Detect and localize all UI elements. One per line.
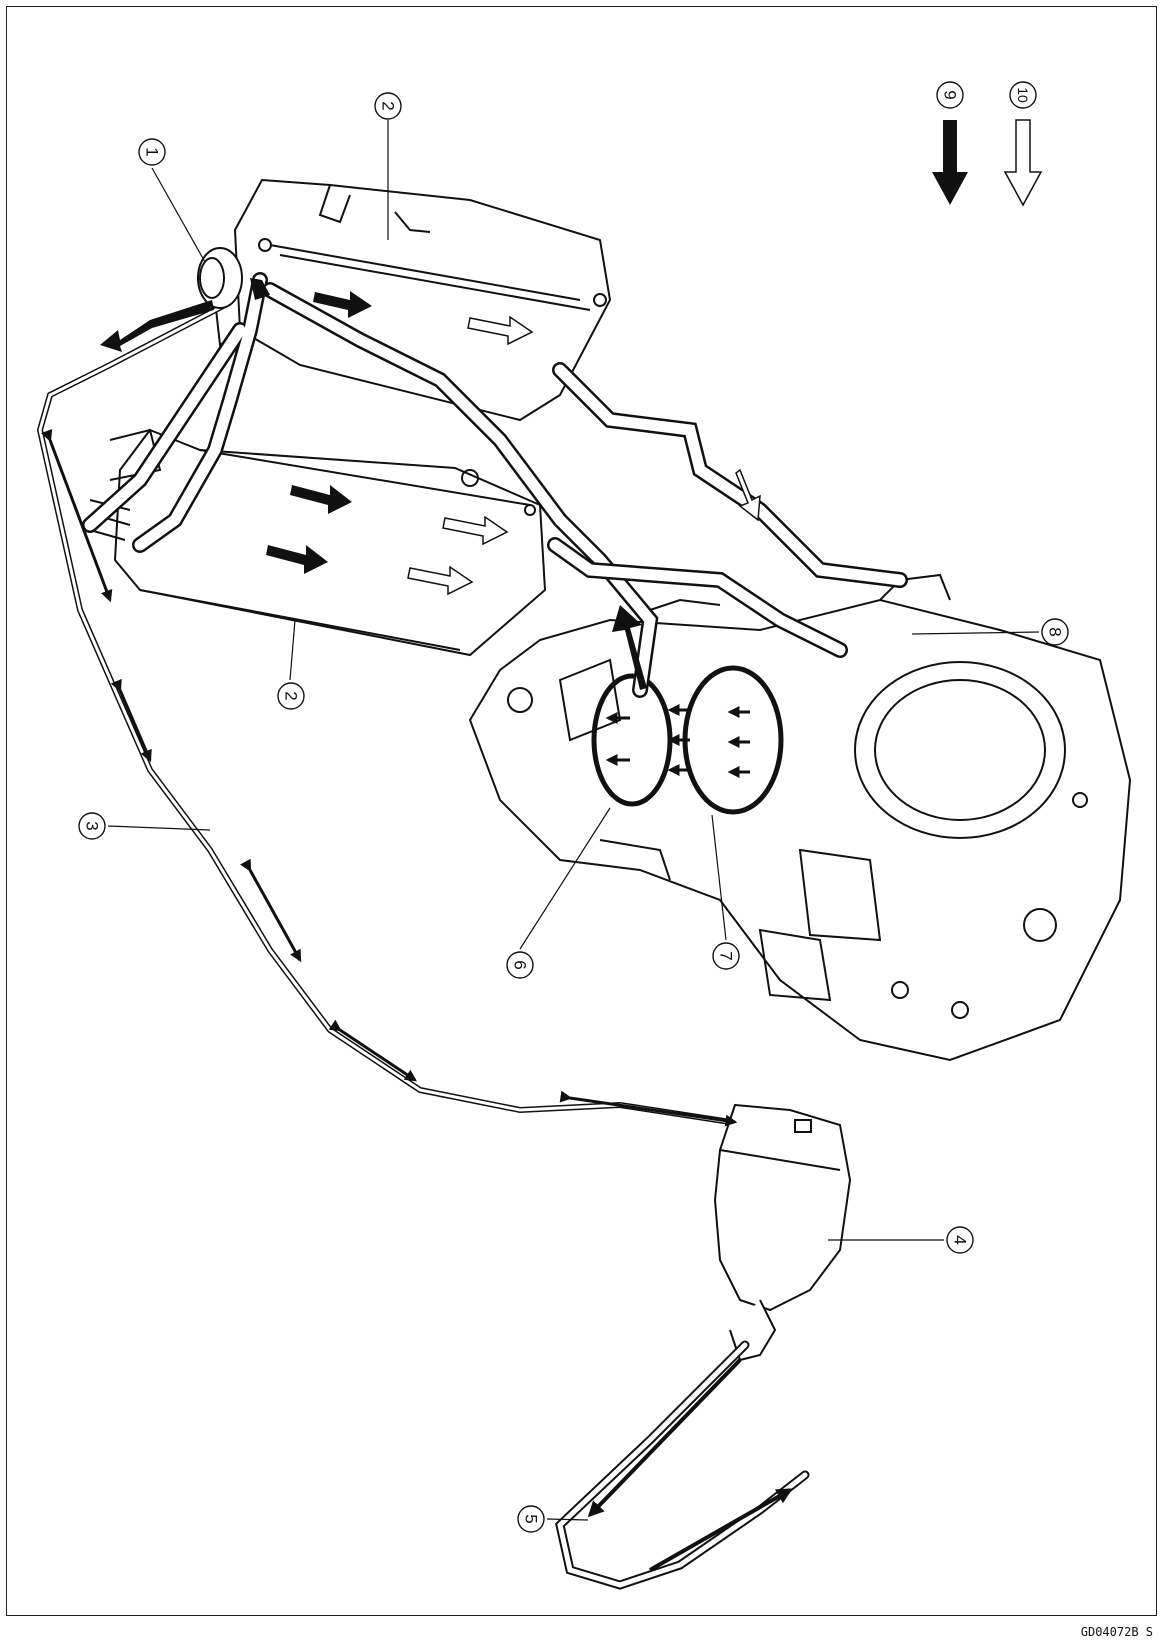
callout-10: 10 — [1009, 81, 1037, 109]
solid-flow-arrows — [100, 278, 647, 690]
tank-overflow-hose — [555, 1340, 810, 1590]
callout-6-label: 6 — [511, 960, 530, 969]
upper-radiator — [213, 178, 612, 422]
legend-solid-arrow — [932, 120, 968, 205]
engine — [468, 573, 1132, 1062]
callout-6: 6 — [506, 951, 534, 979]
callout-2-upper: 2 — [374, 92, 402, 120]
callout-8: 8 — [1041, 618, 1069, 646]
figure-frame — [6, 6, 1157, 1616]
callout-2-upper-label: 2 — [379, 101, 398, 110]
reserve-tank — [713, 1103, 852, 1362]
callout-9: 9 — [936, 81, 964, 109]
callout-9-label: 9 — [941, 90, 960, 99]
callout-2-lower-label: 2 — [282, 691, 301, 700]
callout-5: 5 — [517, 1505, 545, 1533]
callout-4: 4 — [946, 1226, 974, 1254]
callout-3-label: 3 — [83, 821, 102, 830]
lower-radiator — [89, 428, 547, 657]
callout-7-label: 7 — [717, 951, 736, 960]
callout-2-lower: 2 — [277, 682, 305, 710]
callout-10-label: 10 — [1015, 87, 1031, 103]
cold-hose-inner — [549, 364, 906, 656]
overflow-hose-inner — [38, 303, 752, 1127]
hollow-flow-arrows — [407, 315, 761, 596]
callout-5-label: 5 — [522, 1514, 541, 1523]
callout-3: 3 — [78, 812, 106, 840]
legend-hollow-arrow — [1003, 119, 1043, 207]
leader-lines — [107, 120, 1040, 1521]
tank-hose-arrows — [587, 1358, 793, 1572]
internal-flow-arrows — [605, 704, 750, 778]
callout-4-label: 4 — [951, 1235, 970, 1244]
callout-1-label: 1 — [143, 147, 162, 156]
figure-code: GD04072B S — [1080, 1625, 1153, 1639]
radiator-cap — [197, 247, 243, 309]
callout-8-label: 8 — [1046, 627, 1065, 636]
overflow-flow-arrows — [41, 428, 738, 1127]
callout-1: 1 — [138, 138, 166, 166]
callout-7: 7 — [712, 942, 740, 970]
tank-overflow-hose-inner — [557, 1342, 808, 1588]
